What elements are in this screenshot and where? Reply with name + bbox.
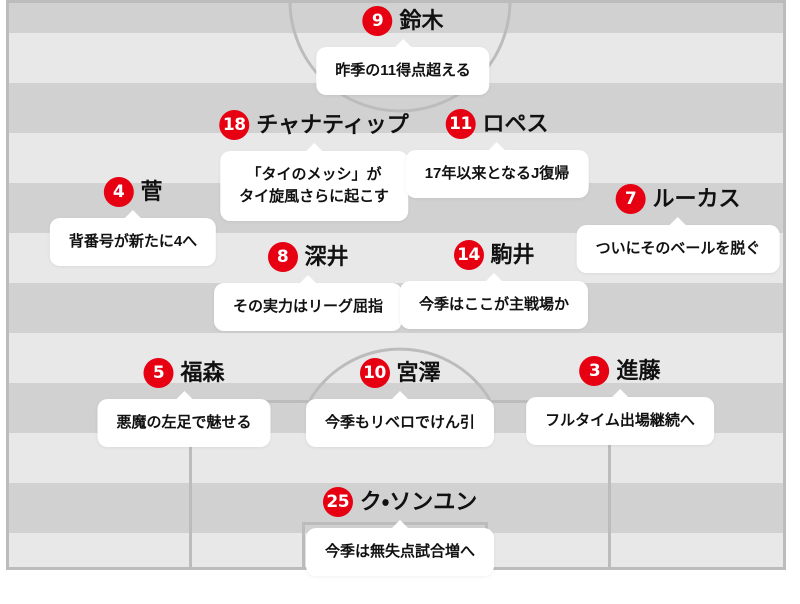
player-name: 深井 [304, 244, 349, 269]
player-name: 宮澤 [396, 360, 441, 385]
player-block: 7 ルーカス ついにそのベールを脱ぐ [576, 184, 780, 273]
speech-bubble: その実力はリーグ屈指 [213, 275, 403, 331]
center-circle [288, 0, 512, 113]
player-name-row: 11 ロペス [445, 109, 549, 139]
player-name: チャナティップ [256, 112, 409, 137]
player-number-badge: 8 [267, 242, 298, 272]
player-name-row: 7 ルーカス [615, 184, 741, 214]
bubble-tail-icon [125, 210, 141, 218]
speech-bubble: 17年以来となるJ復帰 [405, 142, 589, 198]
halfway-line [6, 0, 786, 3]
speech-bubble: 「タイのメッシ」が タイ旋風さらに起こす [220, 143, 408, 221]
player-comment: 悪魔の左足で魅せる [116, 414, 252, 431]
speech-bubble: 今季はここが主戦場か [399, 273, 589, 329]
player-number-badge: 11 [445, 109, 476, 139]
speech-bubble: ついにそのベールを脱ぐ [576, 217, 780, 273]
player-name: 鈴木 [399, 8, 444, 33]
player-number-badge: 5 [143, 358, 174, 388]
bubble-tail-icon [305, 143, 322, 151]
player-number-badge: 14 [453, 240, 484, 270]
bubble-tail-icon [391, 391, 408, 399]
player-block: 8 深井 その実力はリーグ屈指 [213, 242, 403, 331]
player-name-row: 10 宮澤 [359, 358, 441, 388]
bubble-tail-icon [391, 520, 408, 528]
bubble-tail-icon [485, 273, 502, 281]
player-name-row: 5 福森 [143, 358, 225, 388]
speech-bubble: 昨季の11得点超える [316, 39, 490, 95]
penalty-arc [308, 347, 492, 401]
bubble-tail-icon [175, 391, 192, 399]
player-number-badge: 18 [219, 110, 250, 140]
bubble-tail-icon [488, 142, 505, 150]
player-comment: 17年以来となるJ復帰 [424, 165, 570, 182]
player-comment: 今季もリベロでけん引 [324, 414, 476, 431]
speech-bubble: 背番号が新たに4へ [49, 210, 217, 266]
player-name-row: 3 進藤 [579, 356, 661, 386]
speech-bubble: フルタイム出場継続へ [526, 389, 714, 445]
player-name: 菅 [140, 179, 163, 204]
player-name-row: 8 深井 [267, 242, 349, 272]
bubble-tail-icon [611, 389, 628, 397]
player-block: 18 チャナティップ 「タイのメッシ」が タイ旋風さらに起こす [219, 110, 409, 221]
bubble-tail-icon [669, 217, 686, 225]
bubble-tail-icon [394, 39, 411, 47]
player-block: 14 駒井 今季はここが主戦場か [399, 240, 589, 329]
player-block: 9 鈴木 昨季の11得点超える [316, 6, 490, 95]
player-block: 11 ロペス 17年以来となるJ復帰 [405, 109, 589, 198]
player-comment: 今季はここが主戦場か [418, 296, 570, 313]
player-name: 福森 [180, 360, 225, 385]
player-block: 25 ク・ソンユン 今季は無失点試合増へ [305, 487, 495, 576]
player-name: ルーカス [652, 186, 741, 211]
player-comment: 昨季の11得点超える [335, 62, 471, 79]
player-block: 5 福森 悪魔の左足で魅せる [97, 358, 271, 447]
player-comment: その実力はリーグ屈指 [232, 298, 384, 315]
speech-bubble: 悪魔の左足で魅せる [97, 391, 271, 447]
player-number-badge: 25 [322, 487, 353, 517]
player-name-row: 18 チャナティップ [219, 110, 409, 140]
player-name: 進藤 [616, 358, 661, 383]
player-name-row: 25 ク・ソンユン [322, 487, 478, 517]
player-name: ク・ソンユン [359, 489, 478, 514]
player-number-badge: 3 [579, 356, 610, 386]
left-touchline [6, 0, 9, 570]
right-touchline [783, 0, 786, 570]
player-name-row: 4 菅 [103, 177, 163, 207]
player-block: 3 進藤 フルタイム出場継続へ [526, 356, 714, 445]
speech-bubble: 今季は無失点試合増へ [305, 520, 495, 576]
bubble-tail-icon [299, 275, 316, 283]
player-name-row: 9 鈴木 [362, 6, 444, 36]
player-block: 10 宮澤 今季もリベロでけん引 [305, 358, 495, 447]
player-name-row: 14 駒井 [453, 240, 535, 270]
player-number-badge: 9 [362, 6, 393, 36]
pitch-lines [6, 0, 786, 570]
player-comment: 「タイのメッシ」が タイ旋風さらに起こす [239, 166, 389, 205]
player-number-badge: 4 [103, 177, 134, 207]
player-name: ロペス [482, 111, 549, 136]
player-comment: ついにそのベールを脱ぐ [595, 240, 761, 257]
player-comment: フルタイム出場継続へ [545, 412, 695, 429]
speech-bubble: 今季もリベロでけん引 [305, 391, 495, 447]
player-comment: 今季は無失点試合増へ [324, 543, 476, 560]
player-number-badge: 7 [615, 184, 646, 214]
player-comment: 背番号が新たに4へ [68, 233, 198, 250]
player-name: 駒井 [490, 242, 535, 267]
player-block: 4 菅 背番号が新たに4へ [49, 177, 217, 266]
player-number-badge: 10 [359, 358, 390, 388]
